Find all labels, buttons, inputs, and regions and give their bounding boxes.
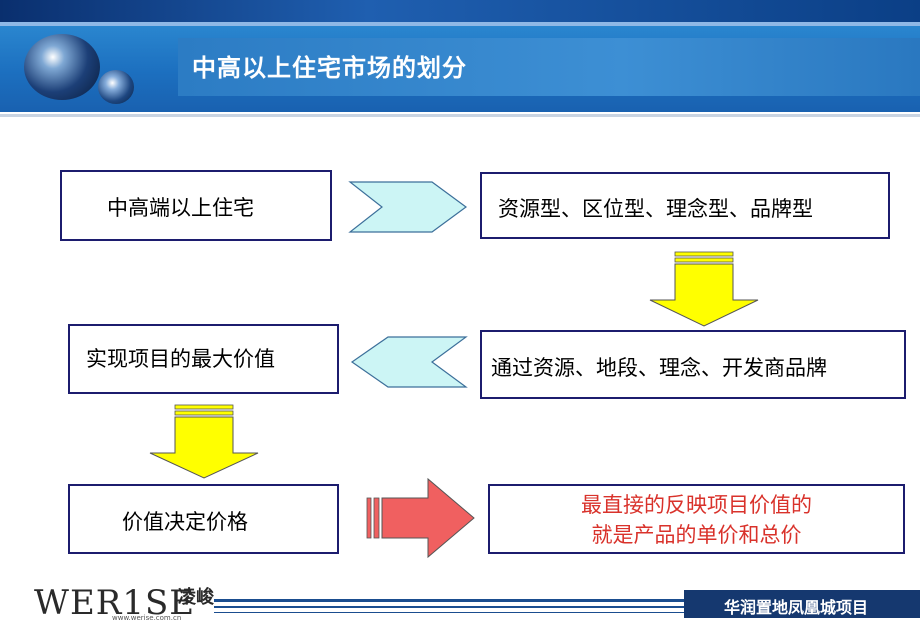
large-orb-icon (24, 34, 100, 100)
logo-chinese-mark: 凌峻 (178, 587, 214, 608)
top-bar (0, 0, 920, 22)
box-high-end-housing-text: 中高端以上住宅 (107, 196, 254, 220)
big-right-arrow-icon (366, 477, 475, 559)
footer-line-thick (214, 599, 684, 602)
box-high-end-housing: 中高端以上住宅 (60, 170, 332, 241)
werise-logo: WER1SE (34, 583, 196, 623)
top-line (0, 22, 920, 26)
down-arrow-right-icon (649, 251, 759, 327)
box-housing-types-text: 资源型、区位型、理念型、品牌型 (498, 197, 813, 221)
footer-line-thin (214, 606, 684, 608)
box-housing-types: 资源型、区位型、理念型、品牌型 (480, 172, 890, 239)
small-orb-icon (98, 70, 134, 104)
box-value-price: 价值决定价格 (68, 484, 339, 554)
down-arrow-left-icon (149, 404, 259, 479)
chevron-right-arrow-icon (348, 181, 468, 233)
box-conclusion: 最直接的反映项目价值的 就是产品的单价和总价 (488, 484, 905, 554)
box-means-text: 通过资源、地段、理念、开发商品牌 (491, 356, 827, 380)
box-max-value-text: 实现项目的最大价值 (86, 347, 275, 371)
footer-line-thin-2 (214, 612, 684, 613)
conclusion-line-1: 最直接的反映项目价值的 (581, 493, 812, 517)
chevron-left-arrow-icon (350, 336, 468, 388)
title-box (178, 38, 920, 96)
footer-project-name: 华润置地凤凰城项目 (724, 598, 869, 617)
conclusion-line-2: 就是产品的单价和总价 (591, 523, 802, 547)
header-underline (0, 114, 920, 117)
box-means: 通过资源、地段、理念、开发商品牌 (480, 330, 906, 399)
footer-project-bar: 华润置地凤凰城项目 (684, 590, 920, 618)
box-max-value: 实现项目的最大价值 (68, 324, 339, 394)
logo-url: www.werise.com.cn (112, 614, 182, 622)
box-value-price-text: 价值决定价格 (122, 510, 248, 534)
page-title: 中高以上住宅市场的划分 (192, 54, 467, 82)
